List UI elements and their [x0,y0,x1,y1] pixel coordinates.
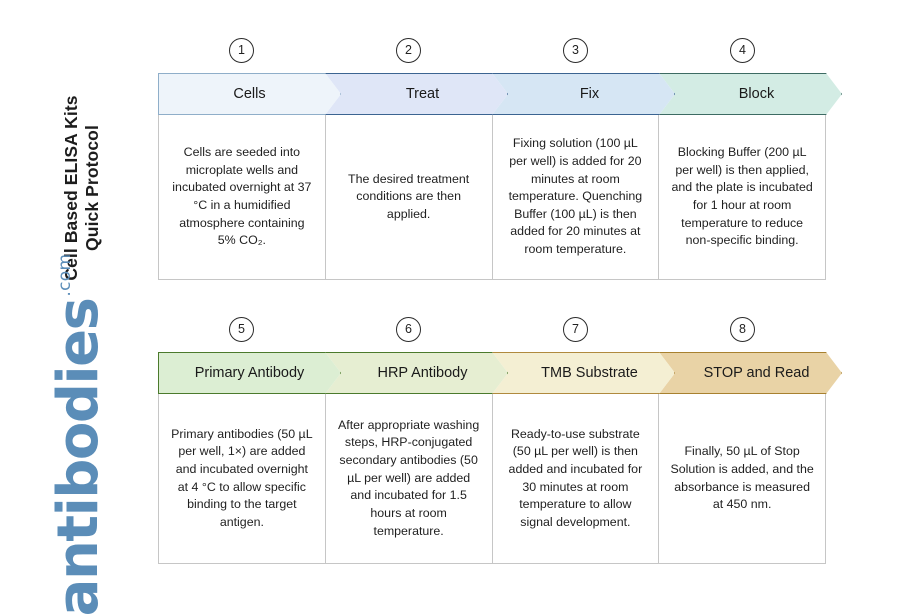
step-chevron-label: Block [738,86,775,102]
step-chevrons-top: Cells Treat Fix Block [158,73,826,115]
step-badge-cell: 3 [492,35,659,65]
brand-logo-tld: .com [55,253,75,297]
step-description-cell: Cells are seeded into microplate wells a… [159,115,326,279]
step-description-cell: The desired treatment conditions are the… [325,115,493,279]
step-number-badge: 3 [563,37,588,63]
step-description-text: Finally, 50 µL of Stop Solution is added… [670,444,814,512]
step-chevron[interactable]: TMB Substrate [492,352,659,394]
step-number-badge: 2 [396,37,421,63]
step-chevron[interactable]: Treat [325,73,492,115]
step-chevron-shape: Treat [325,73,508,115]
step-chevrons-bottom: Primary Antibody HRP Antibody TMB Substrat… [158,352,826,394]
step-chevron[interactable]: STOP and Read [659,352,826,394]
step-description-text: Primary antibodies (50 µL per well, 1×) … [171,426,313,529]
step-chevron[interactable]: Block [659,73,826,115]
step-chevron-shape: STOP and Read [659,352,842,394]
step-badge-cell: 1 [158,35,325,65]
step-description-cell: Ready-to-use substrate (50 µL per well) … [492,394,660,563]
step-chevron-label: Fix [579,86,600,102]
step-chevron-label: Primary Antibody [194,365,305,381]
step-badges-bottom: 5 6 7 8 [158,314,826,344]
step-number-badge: 1 [229,37,254,63]
step-chevron-label: STOP and Read [703,365,810,381]
step-badge-cell: 5 [158,314,325,344]
step-description-text: The desired treatment conditions are the… [348,171,470,221]
step-badge-cell: 7 [492,314,659,344]
protocol-row-top: 1 2 3 4 Cells Treat Fix Block Cells are seeded… [158,37,826,280]
step-chevron-shape: Cells [158,73,341,115]
step-chevron-label: Treat [405,86,440,102]
brand-logo-word: antibodies [45,298,111,616]
protocol-row-bottom: 5 6 7 8 Primary Antibody HRP Antibody TMB Sub… [158,316,826,564]
page-title-line-2: Quick Protocol [82,125,102,251]
step-description-cell: Blocking Buffer (200 µL per well) is the… [659,115,825,279]
step-description-cell: Fixing solution (100 µL per well) is add… [492,115,660,279]
step-chevron-shape: TMB Substrate [492,352,675,394]
step-description-cell: Finally, 50 µL of Stop Solution is added… [659,394,825,563]
step-chevron[interactable]: Fix [492,73,659,115]
step-badges-top: 1 2 3 4 [158,35,826,65]
step-description-text: Ready-to-use substrate (50 µL per well) … [508,426,643,529]
step-badge-cell: 4 [659,35,826,65]
step-descriptions-bottom: Primary antibodies (50 µL per well, 1×) … [158,394,826,564]
step-chevron-label: HRP Antibody [377,365,468,381]
step-number-badge: 5 [229,316,254,342]
step-chevron-label: TMB Substrate [541,365,638,381]
step-badge-cell: 8 [659,314,826,344]
step-chevron-shape: Fix [492,73,675,115]
step-number-badge: 7 [563,316,588,342]
step-chevron-shape: Primary Antibody [158,352,341,394]
step-chevron[interactable]: HRP Antibody [325,352,492,394]
step-number-badge: 6 [396,316,421,342]
brand-logo: antibodies .com [35,254,111,616]
step-descriptions-top: Cells are seeded into microplate wells a… [158,115,826,280]
step-description-text: Fixing solution (100 µL per well) is add… [508,136,643,257]
step-number-badge: 8 [730,316,755,342]
step-chevron-shape: HRP Antibody [325,352,508,394]
step-badge-cell: 2 [325,35,492,65]
step-badge-cell: 6 [325,314,492,344]
step-description-cell: After appropriate washing steps, HRP-con… [325,394,493,563]
step-chevron-shape: Block [659,73,842,115]
step-description-text: Cells are seeded into microplate wells a… [172,145,312,248]
step-description-text: After appropriate washing steps, HRP-con… [338,417,480,538]
step-chevron[interactable]: Cells [158,73,325,115]
step-chevron-label: Cells [233,86,266,102]
step-description-text: Blocking Buffer (200 µL per well) is the… [671,145,813,248]
step-description-cell: Primary antibodies (50 µL per well, 1×) … [159,394,326,563]
step-chevron[interactable]: Primary Antibody [158,352,325,394]
step-number-badge: 4 [730,37,755,63]
